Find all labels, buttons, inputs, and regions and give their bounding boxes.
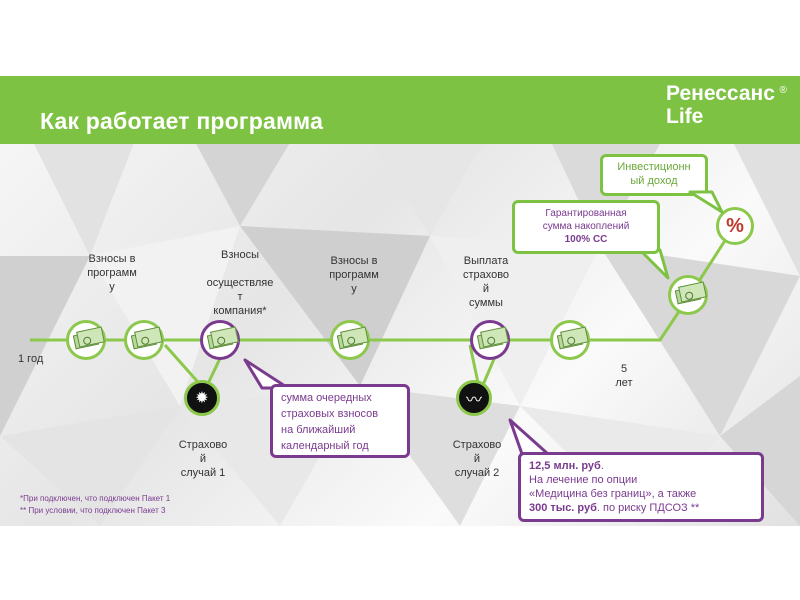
guaranteed-line-1: Гарантированная <box>545 208 627 219</box>
header-bar <box>0 76 800 144</box>
contributions-label-1: Взносы в программ у <box>87 253 137 293</box>
company-pays-label: Взносы осуществляе т компания* <box>206 249 274 317</box>
brand-logo: Ренессанс Life ® <box>666 82 787 128</box>
money-icon <box>668 275 708 315</box>
guaranteed-savings-bubble: Гарантированная сумма накоплений 100% СС <box>512 200 660 254</box>
money-icon-payout <box>470 320 510 360</box>
page-title: Как работает программа <box>40 108 324 134</box>
footnote-2: ** При условии, что подключен Пакет 3 <box>20 506 166 515</box>
next-premiums-bubble: сумма очередных страховых взносов на бли… <box>270 384 410 458</box>
accident-icon: ✹ <box>184 380 220 416</box>
treatment-amount-1: 12,5 млн. руб <box>529 460 601 472</box>
guaranteed-line-3: 100% СС <box>564 234 608 245</box>
treatment-amount-2: 300 тыс. руб <box>529 502 597 514</box>
end-label: 5 лет <box>615 363 633 389</box>
money-icon-company <box>200 320 240 360</box>
money-icon <box>124 320 164 360</box>
next-premiums-text: сумма очередных страховых взносов на бли… <box>281 392 379 452</box>
treatment-line-1: 12,5 млн. руб. <box>529 459 753 473</box>
money-icon <box>66 320 106 360</box>
money-icon <box>550 320 590 360</box>
start-label: 1 год <box>18 353 44 365</box>
treatment-line-3: «Медицина без границ», а также <box>529 488 697 500</box>
treatment-text-1: . <box>600 460 604 472</box>
treatment-line-2: На лечение по опции <box>529 474 638 486</box>
payout-label: Выплата страхово й суммы <box>462 255 510 309</box>
treatment-bubble: 12,5 млн. руб. На лечение по опции «Меди… <box>518 452 764 522</box>
contributions-label-2: Взносы в программ у <box>329 255 379 295</box>
logo-line-1: Ренессанс <box>666 82 775 105</box>
investment-income-text: Инвестиционн ый доход <box>617 161 691 187</box>
registered-mark: ® <box>779 85 787 96</box>
treatment-text-4: . по риску ПДСОЗ ** <box>596 502 700 514</box>
insured-event-2-label: Страхово й случай 2 <box>452 439 502 479</box>
insured-event-1-label: Страхово й случай 1 <box>178 439 228 479</box>
investment-income-bubble: Инвестиционн ый доход <box>600 154 708 196</box>
money-icon <box>330 320 370 360</box>
footnote-1: *При подключен, что подключен Пакет 1 <box>20 494 171 503</box>
guaranteed-line-2: сумма накоплений <box>542 221 630 232</box>
treatment-line-4: 300 тыс. руб. по риску ПДСОЗ ** <box>529 501 753 515</box>
logo-line-2: Life <box>666 105 704 128</box>
heartbeat-icon: 〰 <box>456 380 492 416</box>
